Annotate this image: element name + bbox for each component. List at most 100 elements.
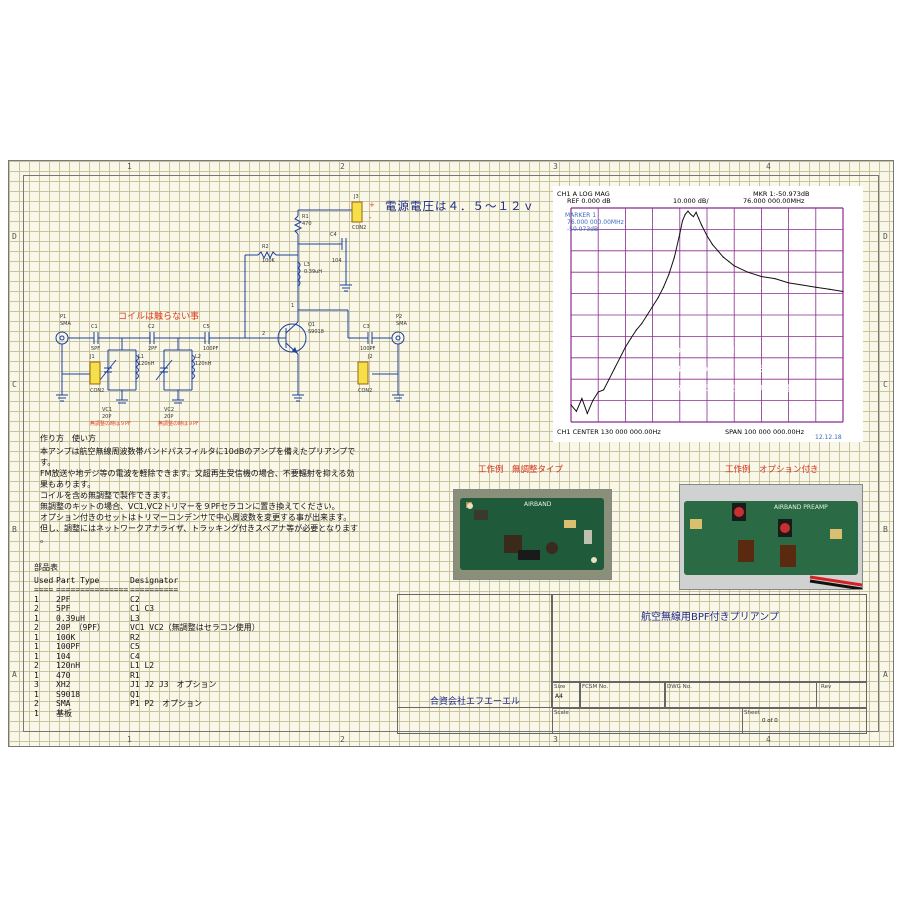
- ruler-right-D: D: [883, 232, 888, 241]
- analyzer-marker-label: MARKER 1: [565, 212, 596, 219]
- instructions-line: コイルを含め無調整で製作できます。: [40, 491, 176, 500]
- cell-part-type: 20P （9PF）: [56, 623, 105, 632]
- tb-size-cell: [552, 682, 580, 708]
- trace-point: [687, 210, 689, 212]
- label-J1: J1: [89, 354, 95, 360]
- cell-designator: J1 J2 J3 オプション: [130, 680, 217, 689]
- label-pin2: 2: [262, 331, 265, 337]
- parts-list-heading: 部品表: [34, 563, 58, 572]
- analyzer-marker-freq: 76.000 000.00MHz: [567, 219, 624, 226]
- company-name: 合資会社エフエーエル: [429, 697, 520, 707]
- trace-point: [698, 218, 700, 220]
- label-R2-value: 100K: [262, 258, 276, 264]
- trace-point: [842, 290, 844, 293]
- analyzer-note-gain: AIRBANDのゲインは10dB: [661, 364, 764, 375]
- cell-used: 1: [34, 670, 39, 680]
- col-designator: Designator: [130, 575, 179, 585]
- cell-used: 2: [34, 661, 39, 670]
- cell-used: 2: [34, 604, 39, 613]
- label-Q1-value: S9018: [308, 329, 324, 335]
- cell-part-type: 470: [56, 670, 71, 680]
- coil-warning: コイルは触らない事: [118, 312, 200, 322]
- power-supply-note: 電源電圧は４．５～１２ｖ: [385, 199, 535, 213]
- connector-J2: [357, 361, 369, 385]
- trace-point: [801, 284, 803, 286]
- tb-sheet-label: Sheet: [744, 710, 760, 716]
- cell-part-type: XH2: [56, 680, 71, 689]
- photo-option-label: AIRBAND PREAMP: [774, 504, 828, 511]
- trace-point: [728, 260, 730, 263]
- cell-used: 2: [34, 699, 39, 708]
- cell-designator: L1 L2: [130, 661, 155, 670]
- trace-point: [586, 412, 588, 415]
- trace-point: [747, 271, 749, 273]
- trace-point: [608, 378, 610, 380]
- power-minus: -: [369, 214, 372, 222]
- analyzer-footer-span: SPAN 100 000 000.00Hz: [725, 428, 805, 436]
- cell-designator: C4: [130, 651, 140, 661]
- instructions-line: す。: [40, 458, 56, 467]
- cell-part-type: 0.39uH: [56, 613, 85, 623]
- connector-J3: [351, 201, 363, 223]
- cell-designator: R1: [130, 670, 140, 680]
- tb-size-value: A4: [555, 693, 563, 700]
- trace-point: [635, 329, 637, 331]
- trace-point: [788, 282, 790, 284]
- tb-size-label: Size: [554, 684, 566, 690]
- trace-point: [695, 211, 697, 213]
- cell-used: 2: [34, 623, 39, 632]
- instructions-line: 果もあります。: [40, 480, 96, 489]
- photo-caption-basic: 工作例 無調整タイプ: [478, 465, 564, 475]
- analyzer-marker-value: -50.973dB: [567, 226, 598, 233]
- ruler-left-B: B: [12, 525, 17, 534]
- trace-point: [711, 243, 714, 245]
- trace-point: [575, 410, 578, 412]
- power-plus: +: [369, 201, 375, 209]
- trace-point: [641, 322, 643, 325]
- connector-J1: [89, 361, 101, 385]
- label-P2-type: SMA: [396, 321, 407, 327]
- ruler-bottom-1: 1: [127, 735, 132, 744]
- analyzer-date: 12.12.18: [815, 434, 842, 441]
- label-C3-value: 100PF: [360, 346, 376, 352]
- cell-used: 1: [34, 613, 39, 623]
- tb-rev-label: Rev: [821, 684, 832, 690]
- cell-part-type: S9018: [56, 689, 81, 699]
- trace-point: [673, 256, 675, 258]
- trace-point: [828, 288, 830, 290]
- parts-list-separator: =============================: [34, 585, 260, 595]
- col-used: Used: [34, 575, 54, 585]
- analyzer-trace: [570, 210, 844, 415]
- instructions-line: 但し、調整にはネットワークアナライザ、トラッキング付きスペアナ等が必要となります: [40, 524, 358, 533]
- label-L2-value: 120nH: [195, 361, 212, 367]
- cell-part-type: 120nH: [56, 661, 81, 670]
- label-J2: J2: [367, 354, 373, 360]
- trace-point: [570, 404, 572, 406]
- trace-point: [760, 275, 762, 278]
- label-J3-type: CON2: [352, 225, 366, 231]
- label-C2-value: 2PF: [148, 346, 157, 352]
- label-Q1: Q1: [308, 322, 315, 328]
- cell-designator: VC1 VC2（無調整はセラコン使用）: [130, 623, 260, 632]
- col-part-type: Part Type: [56, 575, 100, 585]
- ruler-left-A: A: [12, 670, 17, 679]
- trace-point: [774, 278, 776, 280]
- tb-fcsm-label: FCSM No.: [582, 684, 609, 690]
- trace-point: [630, 337, 632, 340]
- trace-point: [597, 391, 599, 393]
- label-J3: J3: [353, 194, 359, 200]
- trace-point: [681, 220, 684, 222]
- sep-designator: ==========: [130, 585, 179, 594]
- cell-used: 3: [34, 680, 39, 689]
- photo-basic-svg: AIRBAND: [460, 498, 604, 570]
- tb-sheet-value: 0 of 0: [762, 718, 778, 724]
- label-L3-value: 0.39uH: [304, 269, 322, 275]
- trace-point: [657, 297, 659, 299]
